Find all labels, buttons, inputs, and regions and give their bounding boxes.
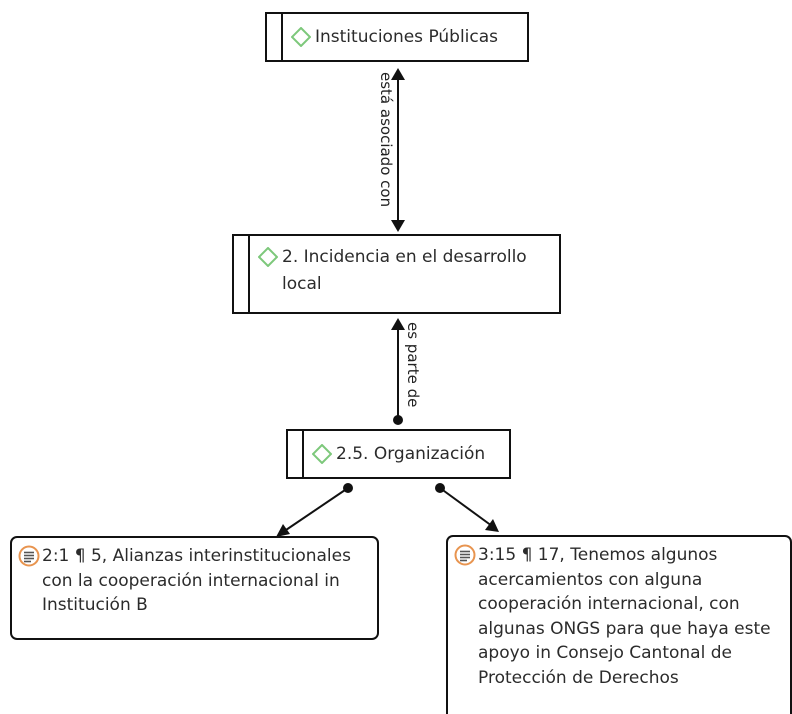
- node-side-bar: [234, 236, 250, 312]
- relation-label-es-parte-de: es parte de: [404, 322, 422, 407]
- quotation-document-icon: [18, 545, 40, 567]
- edge-organizacion-quote1[interactable]: [276, 483, 353, 537]
- code-diamond-icon: [258, 247, 278, 267]
- quotation-node-2-1[interactable]: 2:1 ¶ 5, Alianzas interinstitucionales c…: [10, 536, 379, 640]
- relation-label-esta-asociado-con: está asociado con: [377, 72, 395, 207]
- code-node-instituciones-publicas[interactable]: Instituciones Públicas: [265, 12, 529, 62]
- quotation-node-3-15[interactable]: 3:15 ¶ 17, Tenemos algunos acercamientos…: [446, 535, 792, 714]
- edge-organizacion-quote2[interactable]: [435, 483, 499, 532]
- code-node-label: Instituciones Públicas: [315, 26, 499, 47]
- code-node-label: 2.5. Organización: [336, 443, 486, 464]
- node-side-bar: [267, 14, 283, 60]
- code-diamond-icon: [312, 444, 332, 464]
- code-diamond-icon: [291, 27, 311, 47]
- code-node-organizacion[interactable]: 2.5. Organización: [286, 429, 511, 479]
- quotation-text: 2:1 ¶ 5, Alianzas interinstitucionales c…: [42, 546, 351, 615]
- quotation-document-icon: [454, 544, 476, 566]
- code-node-incidencia-desarrollo-local[interactable]: 2. Incidencia en el desarrollo local: [232, 234, 561, 314]
- code-node-label: 2. Incidencia en el desarrollo local: [282, 247, 527, 294]
- edge-organizacion-incidencia[interactable]: [391, 318, 405, 425]
- node-side-bar: [288, 431, 304, 477]
- quotation-text: 3:15 ¶ 17, Tenemos algunos acercamientos…: [478, 545, 771, 688]
- edge-instituciones-incidencia[interactable]: [391, 68, 405, 232]
